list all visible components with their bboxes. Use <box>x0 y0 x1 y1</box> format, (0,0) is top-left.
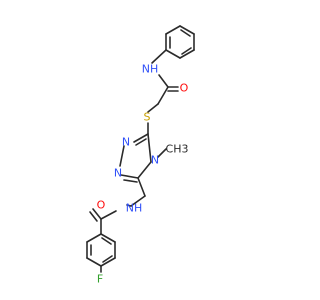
bond-double-inner <box>123 179 138 183</box>
bond-double-inner <box>89 211 98 222</box>
bond-double-inner <box>181 47 192 55</box>
bond <box>165 49 181 59</box>
phenyl-ring-top <box>165 25 195 59</box>
bond <box>133 133 149 143</box>
bond <box>151 49 167 64</box>
bond-double-inner <box>180 29 191 37</box>
atom-label-o-top: O <box>180 82 189 95</box>
bond <box>157 86 169 105</box>
bond <box>179 49 195 59</box>
bond <box>86 233 102 243</box>
bond <box>137 177 146 197</box>
bond <box>158 74 169 88</box>
atom-label-n2-triazole: N <box>114 167 122 180</box>
bond-double-inner <box>135 138 147 146</box>
fluorophenyl-ring <box>86 233 116 267</box>
bond <box>119 145 125 167</box>
bond <box>179 25 195 35</box>
bond <box>120 174 139 179</box>
triazole-ring <box>119 133 152 183</box>
atom-label-f: F <box>97 273 103 286</box>
bond <box>157 148 167 158</box>
bond <box>86 257 102 267</box>
atom-label-s: S <box>144 111 151 124</box>
atom-label-methyl: CH3 <box>166 143 189 156</box>
atom-label-nh-benzamide: NH <box>126 202 143 215</box>
bond <box>92 208 102 220</box>
bond <box>165 25 181 35</box>
bond <box>130 195 146 207</box>
bond-double-inner <box>102 255 113 263</box>
atom-label-o-bottom: O <box>97 199 106 212</box>
bond <box>100 233 116 243</box>
molecule-structure: NH O S N N N CH3 NH O F <box>86 25 195 286</box>
bond <box>137 161 152 179</box>
bond <box>126 204 132 207</box>
atom-label-n4-triazole: N <box>151 154 159 167</box>
bond <box>100 210 117 220</box>
bond <box>147 133 152 163</box>
atom-label-nh-anilide: NH <box>142 63 159 76</box>
bond <box>100 257 116 267</box>
bond-double-inner <box>101 237 112 245</box>
atom-label-n1-triazole: N <box>122 136 130 149</box>
bond <box>147 103 159 113</box>
